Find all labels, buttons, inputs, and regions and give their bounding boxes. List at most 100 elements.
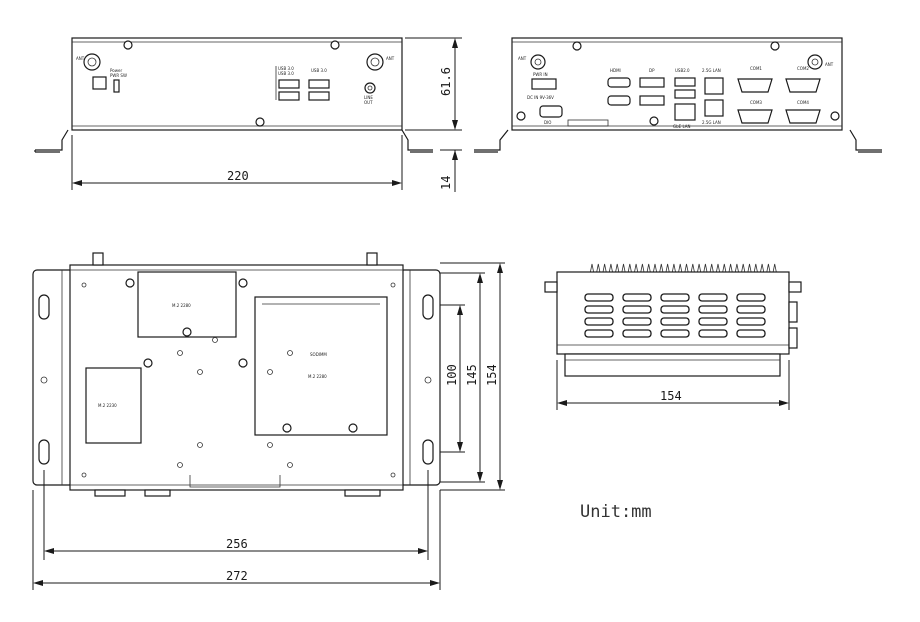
vent-slot [698,329,728,338]
heatsink-fins [589,263,778,275]
connector-stub-icon [144,489,171,497]
antenna-stub-icon [788,281,802,293]
vent-slot [660,329,690,338]
heatsink-fin [703,263,708,275]
heatsink-fin [728,263,733,275]
screw-icon [182,327,192,337]
side-base [564,353,781,377]
vent-slot [584,305,614,314]
vent-slot [736,329,766,338]
connector-stub-icon [344,489,381,497]
dio-label: DIO [544,120,551,125]
screw-icon [125,278,135,288]
rear-ant-left-label: ANT [518,56,527,61]
heatsink-fin [595,263,601,275]
antenna-stub-icon [544,281,558,293]
heatsink-fin [621,263,626,275]
com-port-icon [737,109,773,124]
lan-port-icon [704,77,724,95]
lan3-label: GbE LAN [673,124,691,129]
heatsink-fin [734,263,740,275]
screw-icon [770,41,780,51]
vent-slot [584,293,614,302]
mount-slot-icon [38,439,50,465]
mount-slot-icon [422,294,434,320]
com-port-icon [785,109,821,124]
screw-icon [238,358,248,368]
vent-slot [584,317,614,326]
heatsink-fin [633,263,639,275]
screw-icon [516,111,526,121]
slot3-label: M.2 2280 [308,374,327,379]
mount-slot-icon [422,439,434,465]
com-port-icon [785,78,821,93]
heatsink-fin [684,263,689,275]
usb-label-2: USB 3.0 [278,71,294,76]
heatsink-fin [608,263,614,275]
heatsink-fin [671,263,677,275]
connector-stub-icon [788,301,798,323]
rear-view: ANT ANT PWR IN DC IN 9V-36V DIO HDMI DP … [474,37,882,153]
connector-stub-icon [788,327,798,349]
hdmi-label: HDMI [610,68,621,73]
heatsink-fin [772,263,778,275]
dim-front-width: 220 [227,169,249,183]
vent-slot [736,317,766,326]
screw-icon [348,423,358,433]
com3-label: COM3 [750,100,762,105]
slot4-label: M.2 2230 [98,403,117,408]
vent-slot [698,317,728,326]
ant-left-label: ANT [76,56,85,61]
heatsink-fin [747,263,752,275]
slot1-label: M.2 2280 [172,303,191,308]
vent-slot [698,305,728,314]
heatsink-fin [627,263,633,275]
dim-bottom-100: 100 [445,364,459,386]
usb-label-1: USB 3.0 [278,66,294,71]
heatsink-fin [696,263,702,275]
power-switch-icon [113,79,120,93]
vent-slot [622,293,652,302]
screw-icon [143,358,153,368]
vent-slot [660,317,690,326]
antenna-stub-icon [366,252,378,266]
heatsink-fin [715,263,721,275]
dim-bottom-145: 145 [465,364,479,386]
screw-icon [123,40,133,50]
vent-slot [660,305,690,314]
heatsink-fin [759,263,765,275]
lan-port-icon [704,99,724,117]
screw-icon [330,40,340,50]
dim-front-foot: 14 [439,176,453,190]
heatsink-fin [753,263,759,275]
ant-right-label: ANT [386,56,395,61]
usb2-label: USB2.0 [675,68,690,73]
vent-slot [584,329,614,338]
front-view: ANT ANT Power PWR SW USB 3.0 USB 3.0 USB… [34,37,462,192]
heatsink-fin [614,263,620,275]
usb-port-icon [674,89,696,99]
vent-slot [736,293,766,302]
vent-slot [660,293,690,302]
power-sw-label: PWR SW [110,73,127,78]
m2-slot-cover [137,271,237,338]
lan1-label: 2.5G LAN [702,68,721,73]
heatsink-fin [652,263,658,275]
hdmi-port-icon [607,77,631,88]
usb-port-icon [278,79,300,89]
heatsink-fin [690,263,696,275]
usb-port-icon [308,79,330,89]
usb-port-icon [278,91,300,101]
heatsink-fin [766,263,771,275]
screw-icon [572,41,582,51]
lan-port-icon [674,103,696,121]
vent-slot [622,317,652,326]
mount-slot-icon [38,294,50,320]
m2-2230-cover [85,367,142,444]
dp-port-icon [639,77,665,88]
antenna-connector-icon [366,53,384,71]
sodimm-cover [254,296,388,436]
dim-bottom-154: 154 [485,364,499,386]
side-view: 154 [544,263,802,410]
